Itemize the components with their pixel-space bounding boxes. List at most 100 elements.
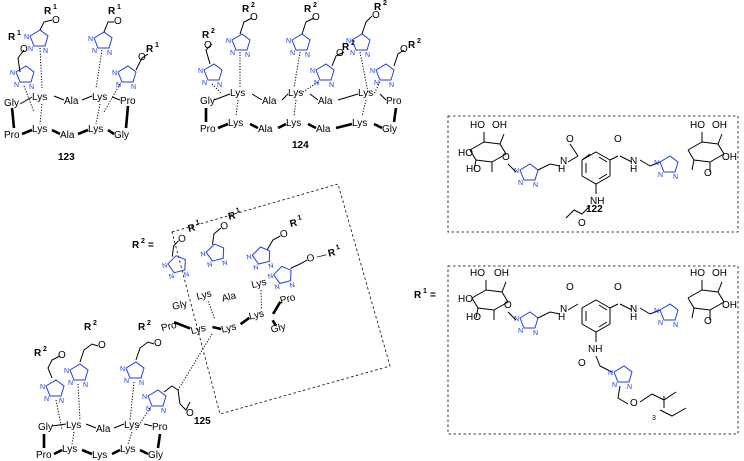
svg-text:Pro: Pro <box>200 124 216 135</box>
svg-text:Gly: Gly <box>148 450 163 461</box>
label-124: 124 <box>292 140 309 151</box>
svg-text:R: R <box>202 30 210 41</box>
svg-text:O: O <box>372 10 380 21</box>
compound-125: O R 2 O R 2 O R 2 Lys Ala <box>34 320 211 461</box>
svg-text:O: O <box>58 350 66 361</box>
sugar-122-right: HO OH OH O <box>687 120 737 179</box>
lys-123-c: Lys <box>32 124 47 135</box>
svg-text:Gly: Gly <box>38 422 53 433</box>
svg-text:Gly: Gly <box>171 299 188 313</box>
svg-text:OH: OH <box>712 120 727 131</box>
svg-text:Lys: Lys <box>352 118 367 129</box>
svg-text:2: 2 <box>211 28 215 35</box>
arm-124-3: O R 2 <box>285 2 320 89</box>
svg-text:R: R <box>242 4 250 15</box>
svg-text:R: R <box>304 4 312 15</box>
svg-text:O: O <box>704 168 712 179</box>
svg-text:2: 2 <box>383 0 387 7</box>
svg-text:2: 2 <box>251 2 255 9</box>
svg-text:HO: HO <box>690 268 705 279</box>
svg-text:O: O <box>219 220 229 233</box>
svg-text:Pro: Pro <box>36 450 52 461</box>
svg-text:R: R <box>108 6 116 17</box>
compound-122: HO HO HO OH O H N O O N H HO OH OH O <box>447 115 739 233</box>
r1-definition: R 1 = HO HO HO OH O N H O O N H HO OH OH <box>414 265 739 435</box>
svg-text:R: R <box>374 2 382 13</box>
r2-cyclopeptide: O R 1 O R 1 O R 1 O — R 1 Gly Lys Ala Ly… <box>160 207 341 337</box>
svg-text:Gly: Gly <box>200 96 215 107</box>
svg-text:O: O <box>704 316 712 327</box>
arm-123-4: O R 1 <box>103 42 159 113</box>
svg-text:O: O <box>630 398 638 409</box>
box-r2 <box>171 183 391 415</box>
svg-text:R: R <box>187 222 197 235</box>
svg-text:N: N <box>630 156 637 167</box>
cyclopeptide-125: Lys Ala Lys Pro Gly Pro Lys Lys Lys Gly <box>36 420 168 461</box>
svg-text:Lys: Lys <box>250 277 267 291</box>
svg-text:O: O <box>306 252 316 265</box>
svg-text:HO: HO <box>458 294 473 305</box>
svg-text:O: O <box>566 282 574 293</box>
svg-text:R: R <box>408 40 416 51</box>
svg-text:Pro: Pro <box>279 292 297 307</box>
svg-text:H: H <box>630 312 637 323</box>
svg-text:R: R <box>138 322 146 333</box>
svg-text:Ala: Ala <box>318 96 333 107</box>
pro-123-b: Pro <box>4 130 20 141</box>
svg-text:R: R <box>146 44 154 55</box>
svg-text:O: O <box>52 15 60 26</box>
svg-text:O: O <box>502 152 510 163</box>
svg-text:NH: NH <box>590 196 604 207</box>
svg-text:Ala: Ala <box>262 96 277 107</box>
arm-124-2: O R 2 <box>225 2 258 88</box>
svg-text:N: N <box>560 156 567 167</box>
svg-text:HO: HO <box>470 120 485 131</box>
arm-123-3: O R 1 <box>87 4 122 89</box>
arm-123-1: O R 1 <box>8 30 35 113</box>
svg-text:R: R <box>342 42 350 53</box>
compound-124: O R 2 O R 2 O R 2 O R 2 <box>197 0 421 151</box>
svg-text:=: = <box>148 240 154 251</box>
svg-text:O: O <box>186 408 194 419</box>
r2-definition: R 2 = O R 1 O R 1 O R 1 O — R 1 Gly <box>132 183 391 419</box>
svg-text:Lys: Lys <box>248 308 265 322</box>
svg-text:H: H <box>558 312 565 323</box>
svg-text:Pro: Pro <box>386 96 402 107</box>
svg-text:Ala: Ala <box>221 290 238 304</box>
svg-text:O: O <box>614 134 622 145</box>
svg-text:—: — <box>315 249 327 262</box>
svg-text:HO: HO <box>690 120 705 131</box>
ala-123-a: Ala <box>64 96 79 107</box>
svg-text:OH: OH <box>494 268 509 279</box>
svg-text:Ala: Ala <box>96 424 111 435</box>
svg-text:O: O <box>204 40 212 51</box>
svg-text:Gly: Gly <box>270 321 287 335</box>
svg-text:Pro: Pro <box>152 422 168 433</box>
svg-text:O: O <box>279 228 289 241</box>
svg-text:Lys: Lys <box>220 321 237 335</box>
svg-text:Ala: Ala <box>258 124 273 135</box>
svg-text:Lys: Lys <box>92 450 107 461</box>
lys-123-d: Lys <box>88 124 103 135</box>
label-125: 125 <box>194 416 211 427</box>
svg-text:O: O <box>114 16 122 27</box>
svg-text:=: = <box>430 290 436 301</box>
label-123: 123 <box>58 152 75 163</box>
sugar-122-left: HO HO HO OH O <box>458 120 510 175</box>
arm-124-1: O R 2 <box>197 28 223 95</box>
svg-text:2: 2 <box>93 320 97 327</box>
svg-text:2: 2 <box>43 346 47 353</box>
svg-text:O: O <box>312 12 320 23</box>
svg-text:2: 2 <box>417 38 421 45</box>
svg-text:Lys: Lys <box>358 88 373 99</box>
lys-123-a: Lys <box>32 92 47 103</box>
lys-123-b: Lys <box>92 92 107 103</box>
svg-text:OH: OH <box>492 120 507 131</box>
svg-text:H: H <box>630 164 637 175</box>
svg-text:HO: HO <box>466 312 481 323</box>
svg-text:1: 1 <box>297 214 303 222</box>
svg-text:3: 3 <box>652 415 656 422</box>
svg-text:Lys: Lys <box>66 420 81 431</box>
svg-text:N: N <box>630 304 637 315</box>
svg-text:O: O <box>154 338 162 349</box>
